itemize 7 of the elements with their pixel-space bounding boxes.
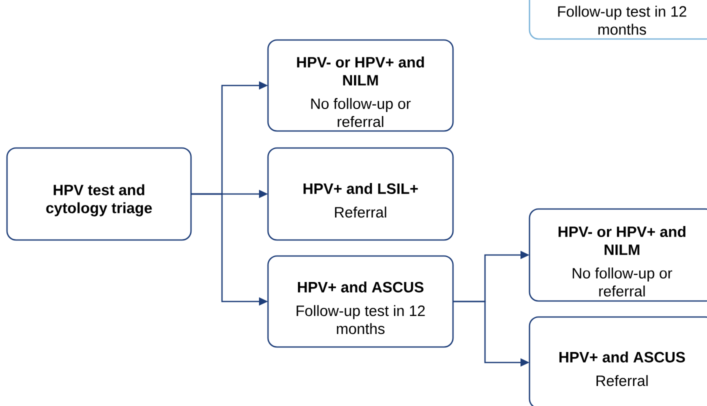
process-box: HPV+ and LSIL+ Referral — [267, 147, 454, 241]
process-box: HPV- or HPV+ and NILM No follow-up or referral — [528, 208, 707, 302]
process-box: HPV+ and ASCUS Referral — [528, 316, 707, 406]
process-box: HPV- or HPV+ and NILM No follow-up or referral — [267, 39, 454, 132]
process-box: HPV test and cytology triage — [6, 147, 192, 241]
process-box: HPV+ and ASCUS Follow-up test in 12 months — [267, 255, 454, 348]
process-box: Follow-up test in 12 months — [528, 0, 707, 40]
